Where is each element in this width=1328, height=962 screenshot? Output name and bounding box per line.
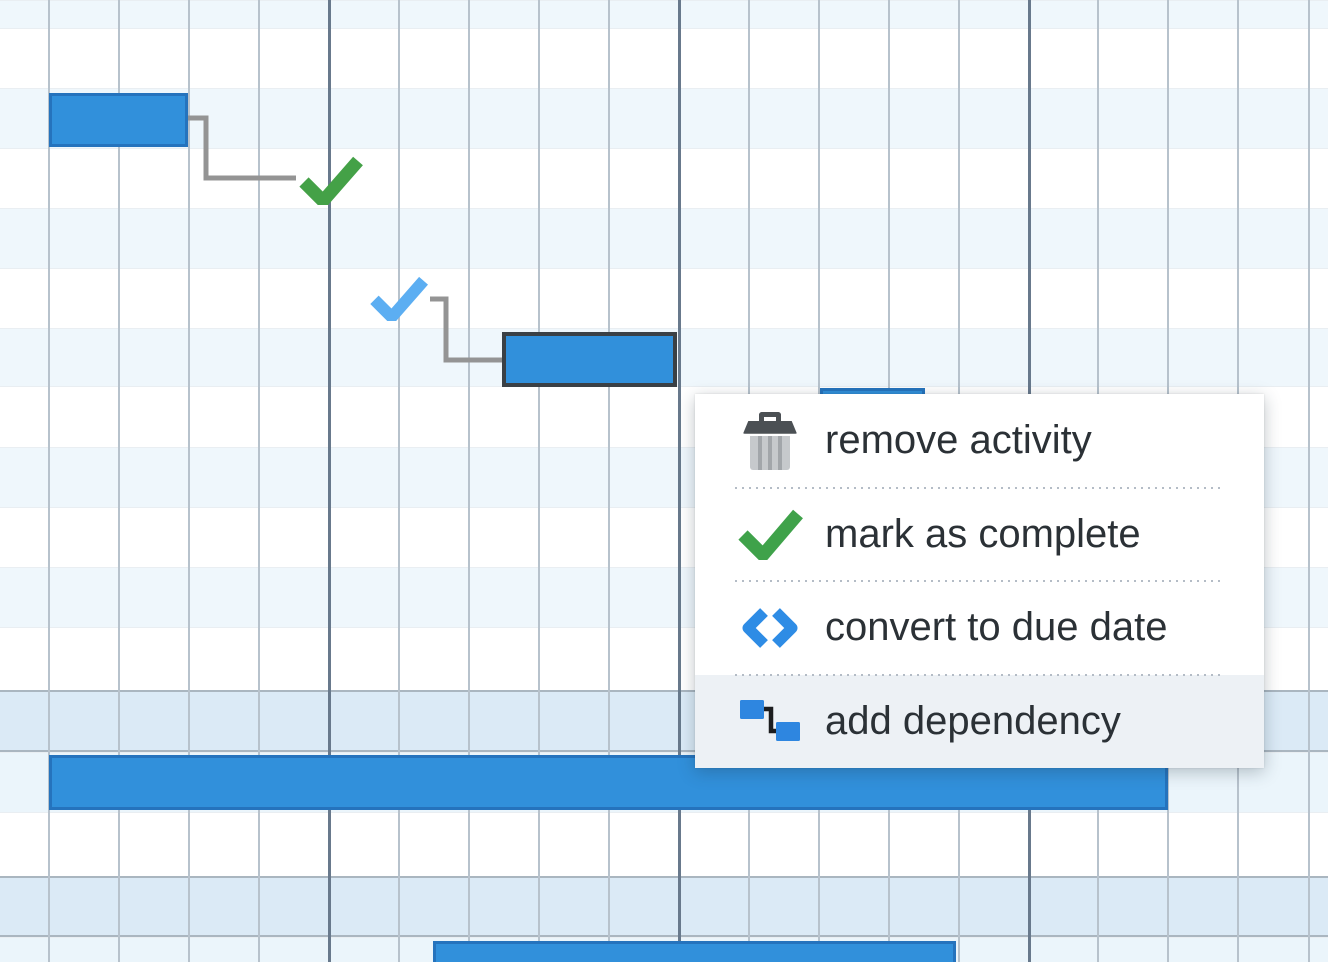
task-bar-4[interactable] (433, 941, 956, 962)
menu-separator (735, 486, 1225, 489)
menu-item-mark-as-complete[interactable]: mark as complete (695, 486, 1264, 582)
angle-brackets-icon (735, 593, 805, 663)
menu-item-label: add dependency (825, 698, 1121, 743)
gantt-row (0, 268, 1328, 328)
menu-item-label: mark as complete (825, 511, 1141, 556)
gantt-row (0, 208, 1328, 268)
gantt-row (0, 88, 1328, 148)
week-grid-line (328, 0, 331, 962)
day-grid-line (188, 0, 190, 962)
menu-item-label: convert to due date (825, 605, 1168, 650)
day-grid-line (608, 0, 610, 962)
menu-item-convert-to-due-date[interactable]: convert to due date (695, 580, 1264, 675)
day-grid-line (1308, 0, 1310, 962)
summary-band-row (0, 876, 1328, 937)
completed-check-green[interactable] (298, 155, 364, 205)
menu-item-add-dependency[interactable]: add dependency (695, 673, 1264, 768)
green-check-icon (735, 499, 805, 569)
gantt-row (0, 28, 1328, 88)
day-grid-line (468, 0, 470, 962)
day-grid-line (48, 0, 50, 962)
trash-icon (735, 406, 805, 476)
day-grid-line (398, 0, 400, 962)
menu-item-remove-activity[interactable]: remove activity (695, 394, 1264, 488)
completed-check-blue[interactable] (369, 275, 429, 321)
task-bar-2-selected[interactable] (502, 332, 677, 387)
task-bar-1[interactable] (49, 93, 188, 147)
gantt-row (0, 812, 1328, 876)
gantt-row (0, 0, 1328, 28)
menu-separator (735, 580, 1225, 582)
menu-item-label: remove activity (825, 418, 1092, 463)
day-grid-line (258, 0, 260, 962)
gantt-row (0, 148, 1328, 208)
week-grid-line (678, 0, 681, 962)
dependency-icon (735, 686, 805, 756)
context-menu: remove activity mark as complete convert… (695, 394, 1264, 768)
day-grid-line (538, 0, 540, 962)
day-grid-line (118, 0, 120, 962)
menu-separator (735, 673, 1225, 676)
